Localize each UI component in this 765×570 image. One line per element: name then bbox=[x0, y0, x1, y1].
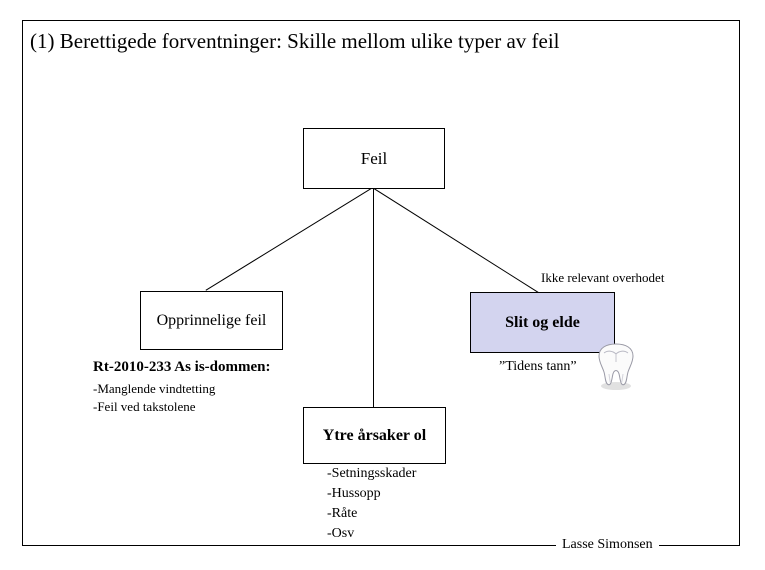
list-item: -Osv bbox=[327, 526, 355, 541]
list-item: -Råte bbox=[327, 506, 358, 521]
footer-author: Lasse Simonsen bbox=[556, 537, 659, 553]
page-title: (1) Berettigede forventninger: Skille me… bbox=[30, 29, 560, 53]
node-slit-og-elde[interactable]: Slit og elde bbox=[470, 292, 615, 353]
notes-list-left: -Manglende vindtetting -Feil ved takstol… bbox=[93, 380, 215, 416]
annotation-tidens-tann: ”Tidens tann” bbox=[499, 359, 577, 374]
list-item: -Feil ved takstolene bbox=[93, 399, 196, 414]
node-opprinnelige-feil[interactable]: Opprinnelige feil bbox=[140, 291, 283, 350]
node-ytre-aarsaker[interactable]: Ytre årsaker ol bbox=[303, 407, 446, 464]
node-slit-og-elde-label: Slit og elde bbox=[505, 313, 580, 331]
annotation-ikke-relevant: Ikke relevant overhodet bbox=[541, 270, 665, 285]
list-item: -Manglende vindtetting bbox=[93, 381, 216, 396]
tooth-body bbox=[598, 343, 634, 386]
node-feil[interactable]: Feil bbox=[303, 128, 445, 189]
list-item: -Setningsskader bbox=[327, 466, 417, 481]
slide-frame bbox=[22, 20, 740, 546]
tooth-root-line-right bbox=[621, 373, 624, 384]
notes-list-bottom: -Setningsskader -Hussopp -Råte -Osv bbox=[327, 464, 416, 544]
node-opprinnelige-feil-label: Opprinnelige feil bbox=[156, 311, 267, 329]
node-ytre-aarsaker-label: Ytre årsaker ol bbox=[322, 426, 427, 444]
notes-heading-rt-2010-233: Rt-2010-233 As is-dommen: bbox=[93, 359, 271, 375]
tooth-root-line-left bbox=[608, 373, 611, 384]
list-item: -Hussopp bbox=[327, 486, 381, 501]
connector-feil-to-ytre bbox=[373, 188, 374, 407]
node-feil-label: Feil bbox=[360, 148, 388, 168]
tooth-shadow bbox=[601, 382, 631, 390]
tooth-icon bbox=[592, 341, 640, 391]
